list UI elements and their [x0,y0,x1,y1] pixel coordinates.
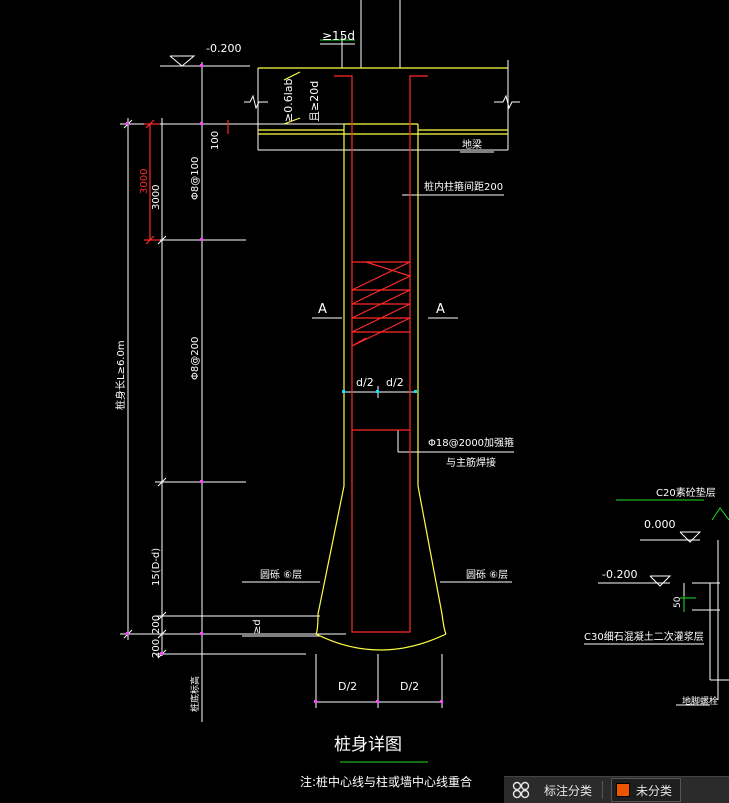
drawing-labels: -0.200 ≥15d ≥0.6lab 且≥20d 100 3000 3000 … [114,29,718,789]
status-bar: 标注分类 未分类 [504,776,729,803]
dimension-lines [120,0,729,722]
half-d-left-label: d/2 [356,376,374,389]
dim-3000-red-label: 3000 [139,169,150,194]
section-left-label: A [318,302,327,317]
pile-outline [258,67,508,651]
hoop-rebar-label: Φ18@2000 [428,438,484,449]
half-D-right-label: D/2 [400,680,419,693]
dim-100-label: 100 [210,131,221,150]
layer-right-label: 圆砾 ⑥层 [466,568,508,581]
ground-beam-label: 地脚螺栓 [682,695,718,707]
pile-bottom-label: 桩底标高 [189,676,201,712]
dim-ge-d-label: ≥d [252,619,263,634]
dim-15dd-label: 15(D-d) [151,548,162,586]
drawing-title: 桩身详图 [334,735,402,755]
hoop-note-label: 与主筋焊接 [446,456,496,469]
anchor-15d-label: ≥15d [322,29,355,43]
reinforcement [144,75,428,633]
stirrup-200-label: Φ8@200 [190,337,201,380]
elev-000-label: 0.000 [644,518,676,531]
layer-left-label: 圆砾 ⑥层 [260,568,302,581]
pile-length-label: 桩身长L≥6.0m [114,340,127,410]
hoop-name-label: 加强箍 [484,436,514,449]
section-right-label: A [436,302,445,317]
category-dropdown[interactable]: 未分类 [611,778,682,802]
beam-label: 地梁 [462,138,482,151]
half-d-right-label: d/2 [386,376,404,389]
node-markers [126,64,443,703]
green-lines [320,39,729,763]
dim-50-label: 50 [673,596,683,608]
status-separator [602,781,604,799]
dim-200a-label: 200 [151,615,162,634]
c20-label: C20素砼垫层 [656,486,716,499]
dim-3000-label: 3000 [151,185,162,210]
cyan-markers [342,390,417,393]
half-D-left-label: D/2 [338,680,357,693]
elev-0200b-label: -0.200 [602,568,637,581]
anchor-06lab-label: ≥0.6lab [282,78,295,122]
annotation-scale-icon[interactable] [510,779,532,801]
dim-200b-label: 200 [151,639,162,658]
inner-spacing-label: 桩内柱箍间距200 [424,180,503,193]
category-value: 未分类 [636,783,673,798]
category-color-swatch [616,783,631,797]
c30-label: C30细石混凝土二次灌浆层 [584,630,704,643]
drawing-note: 注:桩中心线与柱或墙中心线重合 [300,774,472,789]
elevation-top-label: -0.200 [206,42,241,55]
anchor-20d-label: 且≥20d [308,81,321,122]
annotation-category-label: 标注分类 [544,783,593,798]
stirrup-100-label: Φ8@100 [190,157,201,200]
